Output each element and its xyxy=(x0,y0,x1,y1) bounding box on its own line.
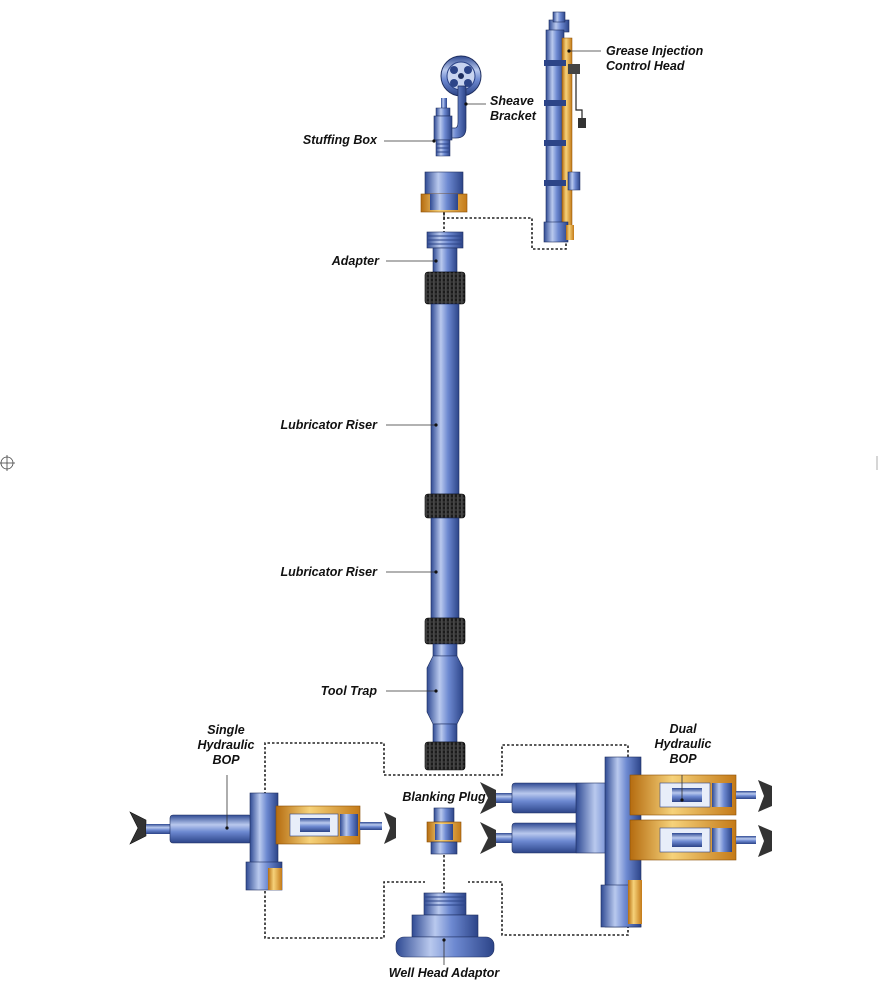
dual-hydraulic-bop xyxy=(480,756,772,928)
dual-bop-label-line3: BOP xyxy=(669,752,697,766)
tool-trap-label: Tool Trap xyxy=(320,684,377,698)
grease-injection-control-head xyxy=(543,11,601,243)
well-head-adaptor xyxy=(395,892,495,965)
well-head-adaptor-label: Well Head Adaptor xyxy=(388,966,500,980)
single-bop-label-line1: Single xyxy=(207,723,245,737)
lubricator-riser-upper-label: Lubricator Riser xyxy=(280,418,377,432)
blanking-plug xyxy=(426,807,462,855)
grease-injection-label-line1: Grease Injection xyxy=(606,44,704,58)
tool-trap xyxy=(386,617,466,771)
blanking-plug-label: Blanking Plug xyxy=(402,790,486,804)
single-bop-label: Single Hydraulic BOP xyxy=(186,723,266,768)
top-coupling xyxy=(420,171,468,213)
stuffing-box-label: Stuffing Box xyxy=(302,133,377,147)
handwheel-icon xyxy=(758,780,772,857)
stuffing-box xyxy=(384,98,453,157)
grease-injection-label: Grease Injection Control Head xyxy=(606,44,703,74)
dual-bop-label: Dual Hydraulic BOP xyxy=(643,722,723,767)
sheave-wheel-icon xyxy=(440,55,482,97)
sheave-bracket-label-line2: Bracket xyxy=(490,109,536,123)
lubricator-riser-upper xyxy=(386,271,466,495)
registration-mark-icon xyxy=(0,455,15,471)
lubricator-riser-lower-label: Lubricator Riser xyxy=(280,565,377,579)
dual-bop-label-line2: Hydraulic xyxy=(654,737,712,751)
handwheel-icon xyxy=(480,782,496,854)
sheave-bracket-label-line1: Sheave xyxy=(490,94,534,108)
single-bop-label-line3: BOP xyxy=(212,753,240,767)
adapter xyxy=(386,231,464,273)
adapter-label: Adapter xyxy=(331,254,379,268)
dual-bop-label-line1: Dual xyxy=(669,722,697,736)
single-bop-label-line2: Hydraulic xyxy=(197,738,255,752)
lubricator-riser-lower xyxy=(386,493,466,619)
handwheel-icon xyxy=(384,812,396,844)
handwheel-icon xyxy=(129,811,147,845)
sheave-bracket-label: Sheave Bracket xyxy=(490,94,536,124)
sheave-bracket xyxy=(440,55,486,139)
grease-injection-label-line2: Control Head xyxy=(606,59,685,73)
single-hydraulic-bop xyxy=(129,775,396,891)
